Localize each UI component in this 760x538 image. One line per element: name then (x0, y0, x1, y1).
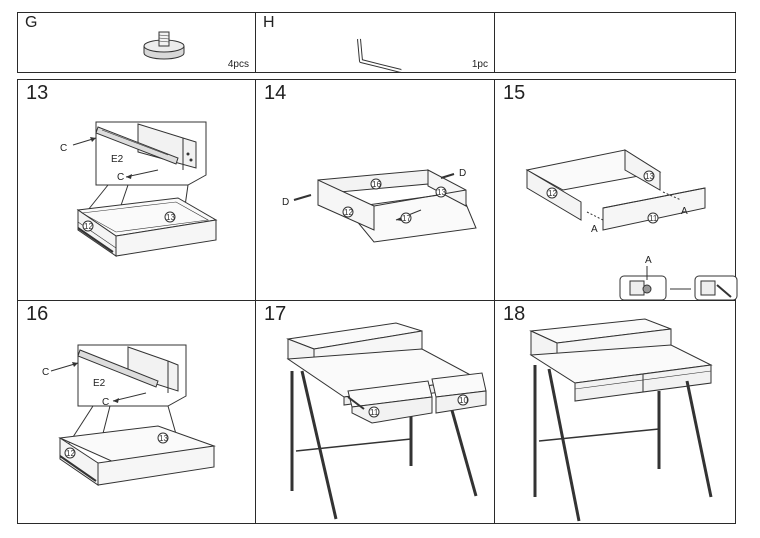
part-13-label: 13 (645, 172, 654, 181)
callout-c: C (42, 367, 49, 378)
allen-key-illustration (357, 38, 402, 73)
part-h-cell: H 1pc (255, 12, 495, 73)
part-letter: G (25, 14, 38, 31)
assembled-desk-illustration (529, 318, 713, 522)
callout-a: A (645, 255, 652, 266)
callout-e2: E2 (93, 378, 106, 389)
part-g-cell: G 4pcs (17, 12, 256, 73)
part-11-label: 11 (649, 214, 658, 223)
part-12-label: 12 (84, 222, 93, 231)
step-15-panel: 15 A A 12 13 11 A (494, 79, 738, 301)
part-12-label: 12 (66, 449, 75, 458)
step-number: 18 (503, 303, 526, 325)
part-10-label: 10 (459, 396, 468, 405)
part-12-label: 12 (344, 208, 353, 217)
step-14-panel: 14 D D 16 13 12 17 (255, 79, 495, 301)
part-quantity: 1pc (471, 59, 488, 70)
drawer-front-illustration: A A 12 13 11 A (525, 149, 738, 301)
step-number: 13 (26, 82, 49, 104)
empty-part-cell (494, 12, 736, 73)
drawer-slide-illustration: C E2 C 12 13 (60, 121, 218, 257)
part-11-label: 11 (370, 408, 379, 417)
part-letter: H (263, 14, 275, 31)
step-18-panel: 18 (494, 300, 736, 524)
part-13-label: 13 (159, 434, 168, 443)
callout-e2: E2 (111, 154, 124, 165)
leveling-foot-illustration (143, 31, 185, 60)
step-number: 17 (264, 303, 287, 325)
callout-c: C (60, 143, 67, 154)
part-quantity: 4pcs (227, 59, 249, 70)
step-16-panel: 16 C E2 C 12 13 (17, 300, 256, 524)
step-number: 15 (503, 82, 526, 104)
step-13-panel: 13 C E2 C 12 13 (17, 79, 256, 301)
part-13-label: 13 (166, 213, 175, 222)
part-16-label: 16 (372, 180, 381, 189)
drawer-slide-illustration: C E2 C 12 13 (42, 344, 216, 486)
step-number: 16 (26, 303, 49, 325)
part-13-label: 13 (437, 188, 446, 197)
part-17-label: 17 (402, 214, 411, 223)
drawer-frame-illustration: D D 16 13 12 17 (282, 168, 477, 243)
callout-a: A (591, 224, 598, 235)
step-17-panel: 17 11 10 (255, 300, 495, 524)
step-number: 14 (264, 82, 287, 104)
callout-c: C (117, 172, 124, 183)
part-12-label: 12 (548, 189, 557, 198)
callout-c: C (102, 397, 109, 408)
desk-drawer-insertion-illustration: 11 10 (286, 322, 487, 520)
callout-a: A (681, 206, 688, 217)
callout-d: D (282, 197, 289, 208)
callout-d: D (459, 168, 466, 179)
